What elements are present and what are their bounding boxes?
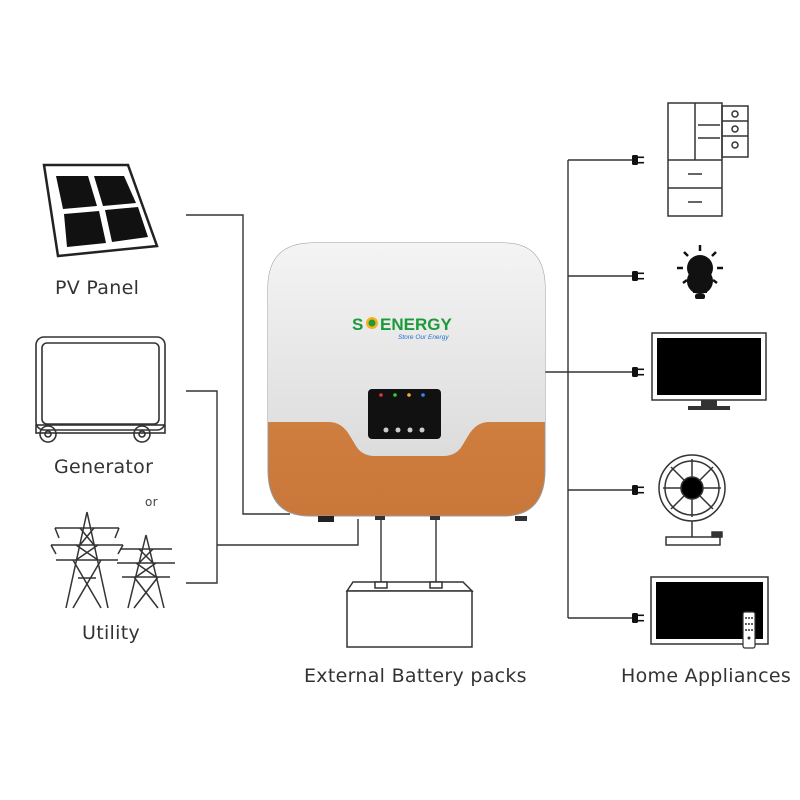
utility-wire [217, 519, 359, 546]
plug-icon [632, 367, 644, 377]
pv-panel-label: PV Panel [55, 277, 140, 299]
generator-icon [35, 336, 166, 443]
brand-letter-s: S [352, 315, 363, 334]
inverter-display [368, 389, 441, 439]
brand-tagline: Store Our Energy [398, 334, 449, 341]
hybrid-inverter [267, 242, 546, 522]
pv-panel-icon [42, 163, 159, 258]
connection-wires [186, 159, 632, 619]
load-bus-wire [545, 160, 569, 618]
plug-icon [632, 613, 644, 623]
utility-label: Utility [82, 622, 140, 644]
brand-logo: S ENERGY Store Our Energy [352, 315, 452, 341]
battery-pack-icon [345, 581, 474, 648]
utility-tower-icon [50, 511, 175, 609]
tv-icon [650, 576, 769, 649]
fan-icon [658, 454, 726, 546]
plug-icons [632, 155, 644, 623]
brand-name: ENERGY [380, 315, 452, 334]
home-appliances-label: Home Appliances [621, 665, 792, 687]
light-bulb-icon [677, 245, 723, 299]
generator-label: Generator [54, 456, 154, 478]
generator-wire [186, 390, 218, 584]
plug-icon [632, 485, 644, 495]
refrigerator-icon [667, 102, 749, 217]
sun-logo-icon [366, 317, 378, 329]
monitor-icon [651, 332, 767, 410]
battery-label: External Battery packs [304, 665, 527, 687]
or-label: or [145, 495, 158, 509]
pv-wire [186, 214, 290, 515]
plug-icon [632, 271, 644, 281]
plug-icon [632, 155, 644, 165]
